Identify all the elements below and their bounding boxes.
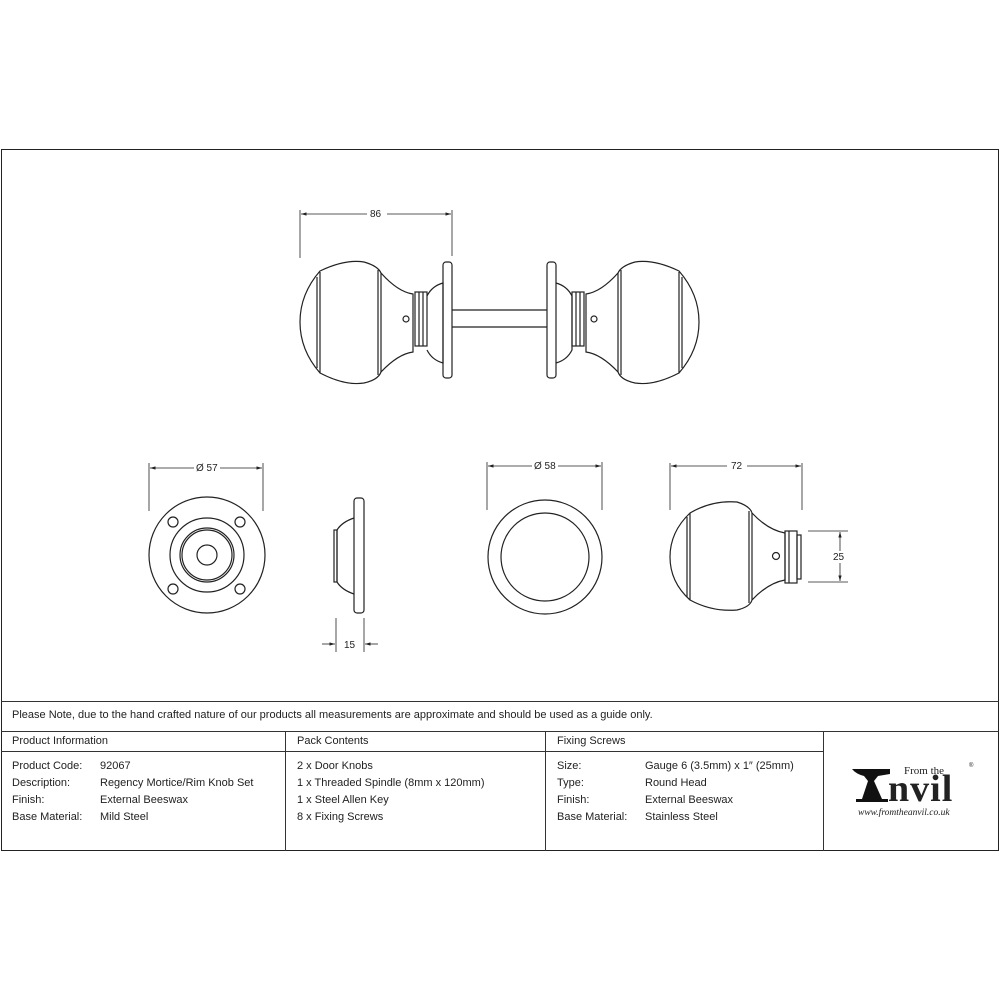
divider-note [1, 731, 999, 732]
knob-face-view [486, 462, 603, 615]
screw-material-value: Stainless Steel [645, 811, 718, 823]
dim-knob-face-diameter: Ø 58 [534, 461, 556, 472]
description-value: Regency Mortice/Rim Knob Set [100, 777, 254, 789]
pack-item: 1 x Threaded Spindle (8mm x 120mm) [297, 777, 485, 789]
screw-size-label: Size: [557, 760, 582, 772]
logo-from-text: From the [904, 765, 945, 777]
dim-rose-diameter: Ø 57 [196, 463, 218, 474]
column-divider-2 [545, 731, 546, 851]
product-code-label: Product Code: [12, 760, 83, 772]
finish-value: External Beeswax [100, 794, 189, 806]
description-label: Description: [12, 777, 71, 789]
fixing-screws-header: Fixing Screws [557, 735, 626, 747]
measurement-disclaimer: Please Note, due to the hand crafted nat… [12, 709, 653, 721]
knob-set-side-view [299, 210, 700, 385]
registered-mark: ® [969, 763, 974, 769]
product-code-value: 92067 [100, 760, 131, 772]
pack-contents-header: Pack Contents [297, 735, 369, 747]
divider-drawing-table [1, 701, 999, 702]
pack-item: 8 x Fixing Screws [297, 811, 384, 823]
screw-type-label: Type: [557, 777, 584, 789]
screw-size-value: Gauge 6 (3.5mm) x 1″ (25mm) [645, 760, 794, 772]
base-material-label: Base Material: [12, 811, 83, 823]
product-information-header: Product Information [12, 735, 108, 747]
finish-label: Finish: [12, 794, 45, 806]
dim-neck-diameter: 25 [833, 552, 845, 563]
from-the-anvil-logo: From the nvil ® www.fromtheanvil.co.uk [852, 763, 982, 823]
column-divider-3 [823, 731, 824, 851]
dim-rose-depth: 15 [344, 640, 356, 651]
rose-front-view [148, 463, 266, 614]
logo-brand-text: nvil [888, 768, 954, 810]
screw-material-label: Base Material: [557, 811, 628, 823]
column-divider-1 [285, 731, 286, 851]
screw-finish-label: Finish: [557, 794, 590, 806]
screw-finish-value: External Beeswax [645, 794, 734, 806]
anvil-icon [852, 769, 890, 802]
base-material-value: Mild Steel [100, 811, 149, 823]
dim-knob-length: 72 [731, 461, 743, 472]
dim-knob-set-length: 86 [370, 209, 382, 220]
rose-side-view [322, 497, 378, 652]
screw-type-value: Round Head [645, 777, 707, 789]
logo-url: www.fromtheanvil.co.uk [858, 808, 950, 818]
single-knob-side-view [669, 463, 848, 611]
divider-table-header [1, 751, 823, 752]
pack-item: 1 x Steel Allen Key [297, 794, 389, 806]
pack-item: 2 x Door Knobs [297, 760, 373, 772]
drawing-sheet-frame [1, 149, 999, 851]
